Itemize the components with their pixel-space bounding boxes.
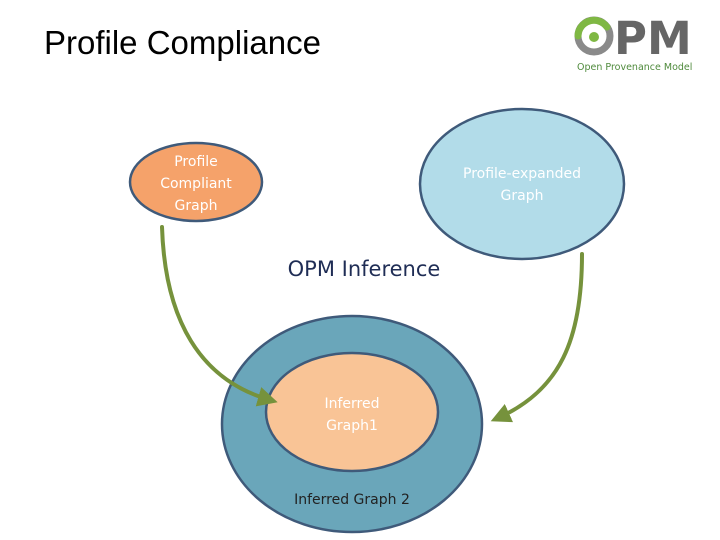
slide-title: Profile Compliance (44, 24, 321, 61)
profile-compliant-node: Profile Compliant Graph (128, 141, 264, 223)
inferred-graph-1-line-2: Graph1 (326, 418, 378, 434)
opm-logo: PM Open Provenance Model (574, 12, 692, 73)
profile-expanded-line-2: Graph (501, 188, 544, 204)
swirl-icon (574, 16, 614, 56)
arrow-expanded-to-inferred (490, 252, 584, 423)
profile-compliant-line-3: Graph (175, 198, 218, 214)
logo-mark: PM (614, 12, 692, 65)
profile-expanded-node: Profile-expanded Graph (418, 107, 626, 261)
process-label: OPM Inference (288, 257, 441, 281)
inferred-graph-1-node: Inferred Graph1 (264, 351, 440, 473)
profile-expanded-line-1: Profile-expanded (463, 166, 581, 182)
logo-tagline: Open Provenance Model (577, 62, 692, 73)
inferred-graph-2-label: Inferred Graph 2 (294, 492, 410, 508)
inferred-graph-1-line-1: Inferred (324, 396, 379, 412)
profile-compliant-line-1: Profile (174, 154, 218, 170)
profile-compliant-line-2: Compliant (160, 176, 232, 192)
arrow-compliant-to-inferred (160, 225, 278, 407)
